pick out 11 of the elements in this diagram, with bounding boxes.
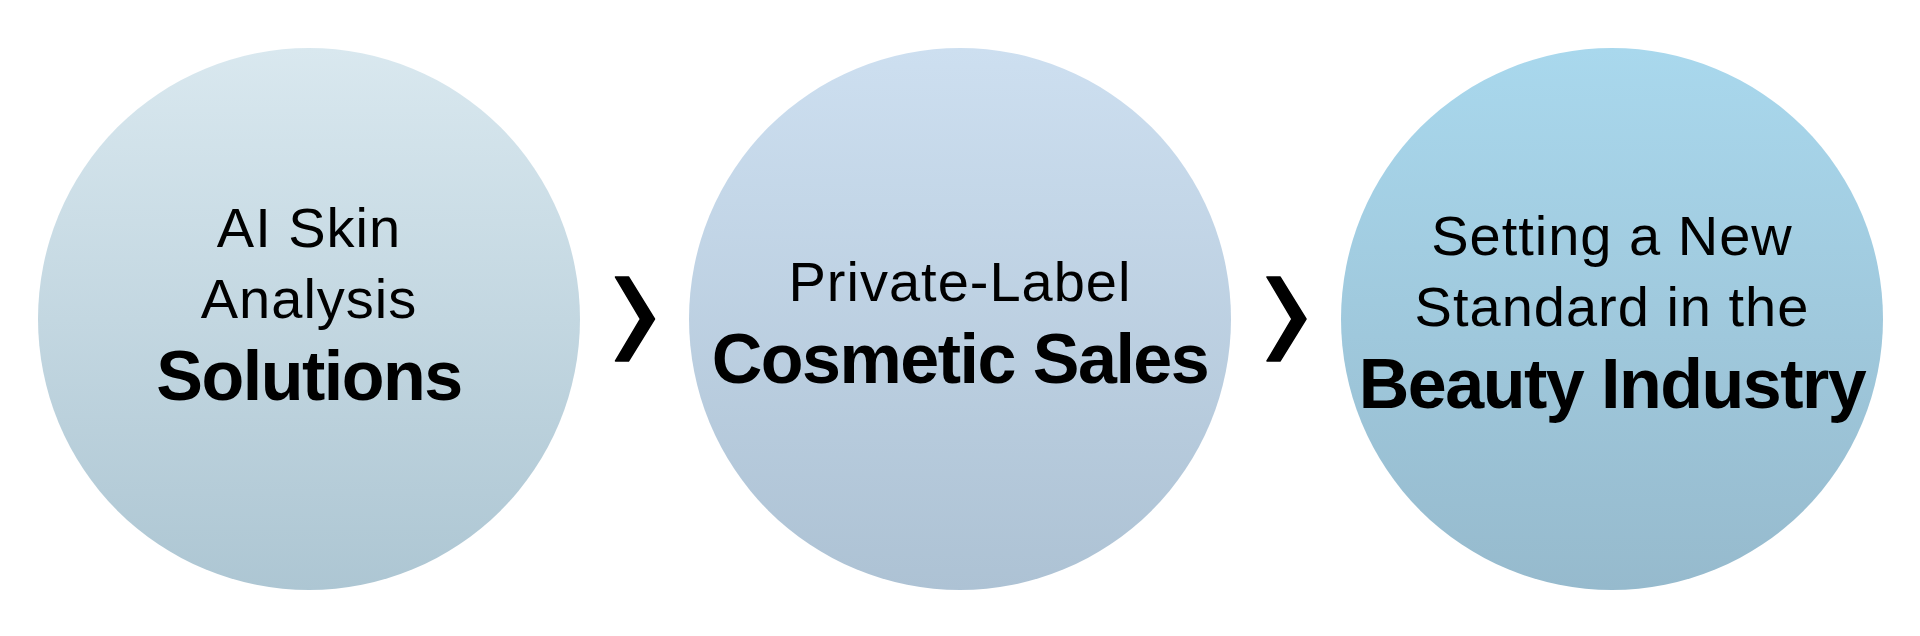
chevron-arrow [614, 276, 656, 362]
step-text: AI Skin Analysis [199, 195, 419, 332]
circle-node [689, 48, 1231, 590]
chevron-arrow [1266, 276, 1307, 362]
step-title: Beauty Industry [1358, 344, 1866, 425]
circle-node [38, 48, 580, 590]
circle-node [1341, 48, 1883, 590]
step-text: Setting a New Standard in the [1413, 203, 1811, 340]
step-title: Cosmetic Sales [711, 318, 1209, 400]
step-text: Private-Label [788, 248, 1132, 315]
step-title: Solutions [156, 336, 462, 417]
